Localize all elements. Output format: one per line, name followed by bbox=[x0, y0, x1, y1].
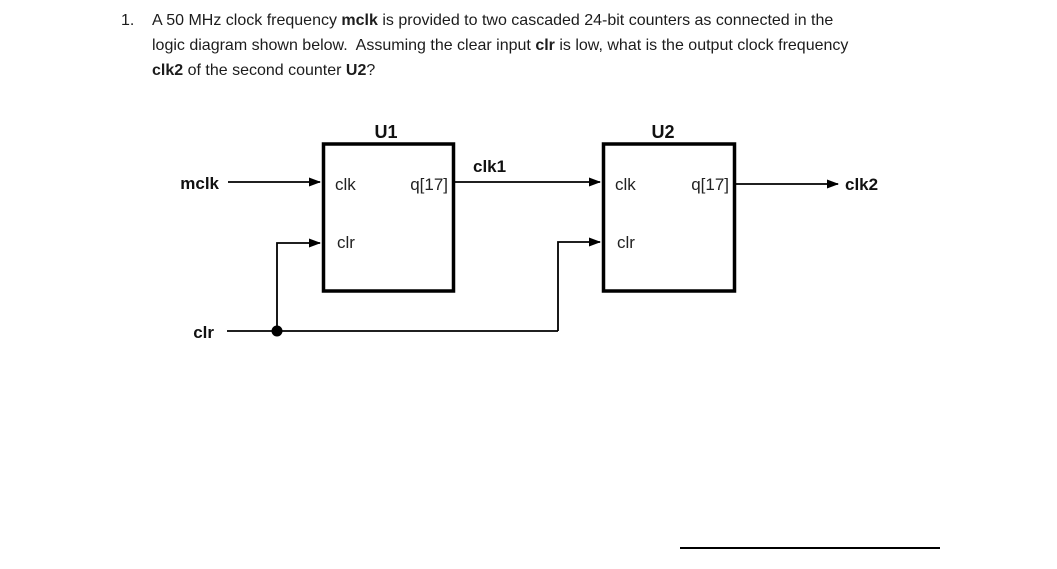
answer-blank-line bbox=[680, 547, 940, 549]
counter-name-u2: U2 bbox=[345, 62, 367, 79]
counter-u1-title: U1 bbox=[374, 122, 397, 142]
question-line-3: clk2 of the second counter U2? bbox=[152, 58, 952, 83]
u2-output-pin-label: q[17] bbox=[691, 175, 729, 194]
question-text-segment: of the second counter bbox=[183, 62, 346, 79]
counter-u2-box bbox=[601, 142, 737, 293]
question-text-segment: A 50 MHz clock frequency bbox=[152, 12, 342, 29]
clk1-signal-label: clk1 bbox=[473, 157, 506, 176]
signal-name-mclk: mclk bbox=[341, 12, 378, 29]
u1-clr-pin-label: clr bbox=[337, 233, 355, 252]
signal-name-clk2: clk2 bbox=[152, 62, 184, 79]
u2-clr-pin-label: clr bbox=[617, 233, 635, 252]
question-block: 1. A 50 MHz clock frequency mclk is prov… bbox=[121, 8, 952, 83]
clr-branch-u2-wire bbox=[557, 237, 601, 331]
counter-u2-title: U2 bbox=[651, 122, 674, 142]
clr-junction-dot bbox=[271, 325, 283, 337]
question-line-2: logic diagram shown below. Assuming the … bbox=[152, 33, 952, 58]
wires bbox=[227, 177, 839, 332]
u1-clk-pin-label: clk bbox=[335, 175, 356, 194]
counter-u1-box bbox=[321, 142, 456, 293]
signal-name-clr: clr bbox=[535, 37, 555, 54]
clr-branch-u1-wire bbox=[276, 238, 321, 331]
clr-signal-label: clr bbox=[193, 323, 214, 342]
u2-clk-pin-label: clk bbox=[615, 175, 636, 194]
counter-u1: U1 clk q[17] clr bbox=[321, 122, 456, 293]
question-text-segment: is provided to two cascaded 24-bit count… bbox=[377, 12, 834, 29]
question-text-segment: ? bbox=[366, 62, 376, 79]
counter-u2: U2 clk q[17] clr bbox=[601, 122, 737, 293]
question-text-segment: is low, what is the output clock frequen… bbox=[554, 37, 849, 54]
clk2-signal-label: clk2 bbox=[845, 175, 878, 194]
question-number: 1. bbox=[121, 12, 135, 29]
question-text: A 50 MHz clock frequency mclk is provide… bbox=[152, 8, 952, 83]
u1-output-pin-label: q[17] bbox=[410, 175, 448, 194]
question-text-segment: logic diagram shown below. Assuming the … bbox=[152, 37, 536, 54]
question-line-1: A 50 MHz clock frequency mclk is provide… bbox=[152, 8, 952, 33]
mclk-signal-label: mclk bbox=[180, 174, 219, 193]
